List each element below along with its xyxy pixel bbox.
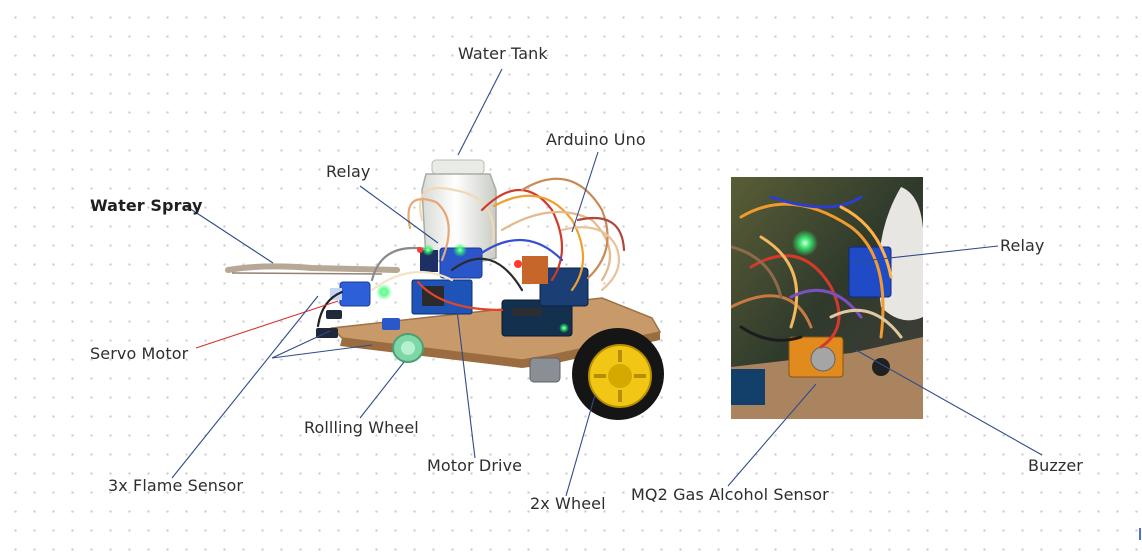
inset-status-led xyxy=(792,230,818,256)
robot-car-illustration xyxy=(225,159,664,420)
label-buzzer: Buzzer xyxy=(1028,456,1083,475)
leader-servo-motor xyxy=(195,300,339,349)
leader-flame-1 xyxy=(171,295,319,479)
spray-tube xyxy=(225,263,400,273)
leader-mq2-sensor xyxy=(727,383,817,487)
leader-rolling-wheel xyxy=(359,361,405,419)
drive-wheel xyxy=(572,328,664,420)
leader-motor-drive xyxy=(456,309,476,459)
leader-flame-2 xyxy=(271,330,331,359)
label-mq2-sensor: MQ2 Gas Alcohol Sensor xyxy=(631,485,829,504)
corner-marker xyxy=(1133,528,1141,540)
leader-water-spray xyxy=(185,205,274,264)
label-servo-motor: Servo Motor xyxy=(90,344,189,363)
inset-closeup-illustration xyxy=(731,177,923,419)
label-water-tank: Water Tank xyxy=(458,44,548,63)
robot-car-photo xyxy=(222,150,667,420)
leader-relay-inset xyxy=(853,245,999,263)
label-motor-drive: Motor Drive xyxy=(427,456,523,475)
leader-water-tank xyxy=(457,68,503,156)
leader-relay-main xyxy=(359,185,439,244)
label-relay-inset: Relay xyxy=(1000,236,1045,255)
leader-flame-3 xyxy=(271,344,373,359)
label-flame-sensor: 3x Flame Sensor xyxy=(108,476,244,495)
status-led xyxy=(376,284,392,300)
label-rolling-wheel: Rollling Wheel xyxy=(304,418,419,437)
label-arduino-uno: Arduino Uno xyxy=(546,130,646,149)
leader-arduino-uno xyxy=(571,151,599,233)
label-relay: Relay xyxy=(326,162,371,181)
inset-buzzer xyxy=(872,358,890,376)
label-water-spray: Water Spray xyxy=(90,196,203,215)
inset-wiring xyxy=(731,195,903,349)
wiring-bundle xyxy=(316,177,626,328)
flame-sensor-3 xyxy=(382,318,400,330)
flame-sensor-2 xyxy=(326,310,342,319)
leader-wheel xyxy=(565,394,596,497)
inset-closeup-photo xyxy=(731,177,923,419)
label-wheel: 2x Wheel xyxy=(530,494,606,513)
leader-buzzer xyxy=(855,349,1043,456)
